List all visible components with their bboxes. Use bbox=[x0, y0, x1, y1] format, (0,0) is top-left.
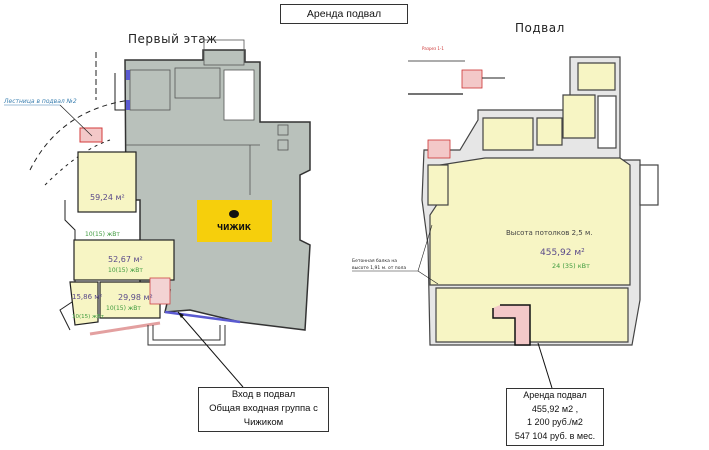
bird-icon bbox=[229, 210, 239, 218]
shaft-box bbox=[277, 139, 289, 151]
shaft-box bbox=[639, 164, 659, 206]
basement-area-label: 455,92 м² bbox=[540, 248, 585, 258]
wall-pink bbox=[89, 321, 161, 336]
basement-lower-hall bbox=[435, 287, 629, 343]
first-floor-heading: Первый этаж bbox=[128, 32, 218, 46]
room-outline bbox=[223, 69, 255, 121]
entrance-porch bbox=[147, 325, 226, 346]
room-59 bbox=[77, 151, 137, 213]
callout-line: Чижиком bbox=[243, 417, 284, 428]
basement-heading: Подвал bbox=[515, 21, 565, 35]
basement-room bbox=[536, 117, 563, 146]
wall-blue bbox=[164, 310, 241, 324]
room-area-label: 59,24 м² bbox=[90, 193, 125, 202]
window-marker bbox=[126, 70, 130, 80]
room-area-label: 15,86 м² bbox=[72, 293, 103, 301]
room-29 bbox=[99, 281, 161, 319]
room-capacity-label: 10(15) жВт bbox=[106, 305, 141, 312]
basement-stair-2 bbox=[427, 139, 451, 159]
beam-label-line-2: высоте 1,91 м. от пола bbox=[352, 265, 406, 271]
callout-line: 1 200 руб./м2 bbox=[527, 417, 583, 427]
callout-line: 547 104 руб. в мес. bbox=[514, 430, 596, 441]
room-capacity-label: 10(15) жВт bbox=[72, 314, 105, 320]
section-label: Разрез 1-1 bbox=[422, 46, 444, 51]
leader-line bbox=[59, 104, 93, 137]
basement-section-diagram: Разрез 1-1 bbox=[408, 46, 505, 95]
room-52 bbox=[73, 239, 175, 281]
callout-line: Вход в подвал bbox=[231, 389, 296, 400]
rent-callout: Аренда подвал 455,92 м2 , 1 200 руб./м2 … bbox=[506, 388, 604, 446]
basement-entrance-stair bbox=[492, 304, 531, 346]
leader-line bbox=[417, 224, 433, 272]
basement-room bbox=[427, 164, 449, 206]
stair-inner bbox=[149, 277, 171, 305]
room-outline bbox=[129, 69, 171, 111]
stair-label: Лестница в подвал №2 bbox=[3, 98, 77, 105]
leader-line bbox=[417, 270, 439, 285]
room-capacity-label: 10(15) жВт bbox=[108, 267, 143, 274]
room-area-label: 52,67 м² bbox=[108, 255, 143, 264]
basement-room bbox=[562, 94, 596, 139]
tenant-logo-box bbox=[197, 200, 272, 242]
basement-main-hall bbox=[429, 157, 631, 286]
room-capacity-label: 10(15) жВт bbox=[85, 231, 120, 238]
callout-line: 455,92 м2 , bbox=[531, 403, 579, 414]
basement-room bbox=[577, 62, 616, 91]
arrow-head bbox=[178, 312, 184, 318]
callout-line: Общая входная группа с bbox=[209, 403, 318, 414]
curve-line bbox=[29, 99, 131, 171]
entrance-arrow bbox=[177, 311, 244, 388]
ceiling-height-label: Высота потолков 2,5 м. bbox=[506, 229, 592, 237]
entrance-callout: Вход в подвал Общая входная группа с Чиж… bbox=[198, 387, 329, 432]
room-15 bbox=[69, 281, 99, 326]
room-outline bbox=[203, 39, 245, 66]
porch-outline bbox=[147, 325, 226, 346]
rental-rooms-first-floor bbox=[69, 127, 175, 336]
tenant-logo-text: ЧИЖИК bbox=[217, 223, 252, 232]
callout-line: Аренда подвал bbox=[523, 390, 587, 400]
room-outline bbox=[174, 67, 221, 99]
beam-label-line-1: Бетонная балка на bbox=[352, 258, 397, 264]
rent-arrow bbox=[537, 342, 553, 389]
room-area-label: 29,98 м² bbox=[118, 293, 153, 302]
section-stair bbox=[461, 69, 483, 89]
shaft-box bbox=[277, 124, 289, 136]
basement-plan bbox=[421, 56, 659, 346]
porch-inner bbox=[152, 325, 221, 341]
basement-room bbox=[482, 117, 534, 151]
outline-line bbox=[114, 73, 125, 111]
window-marker bbox=[126, 100, 130, 110]
stairwell bbox=[597, 95, 617, 149]
page-title: Аренда подвал bbox=[280, 4, 408, 24]
basement-capacity-label: 24 (35) кВт bbox=[552, 262, 590, 270]
